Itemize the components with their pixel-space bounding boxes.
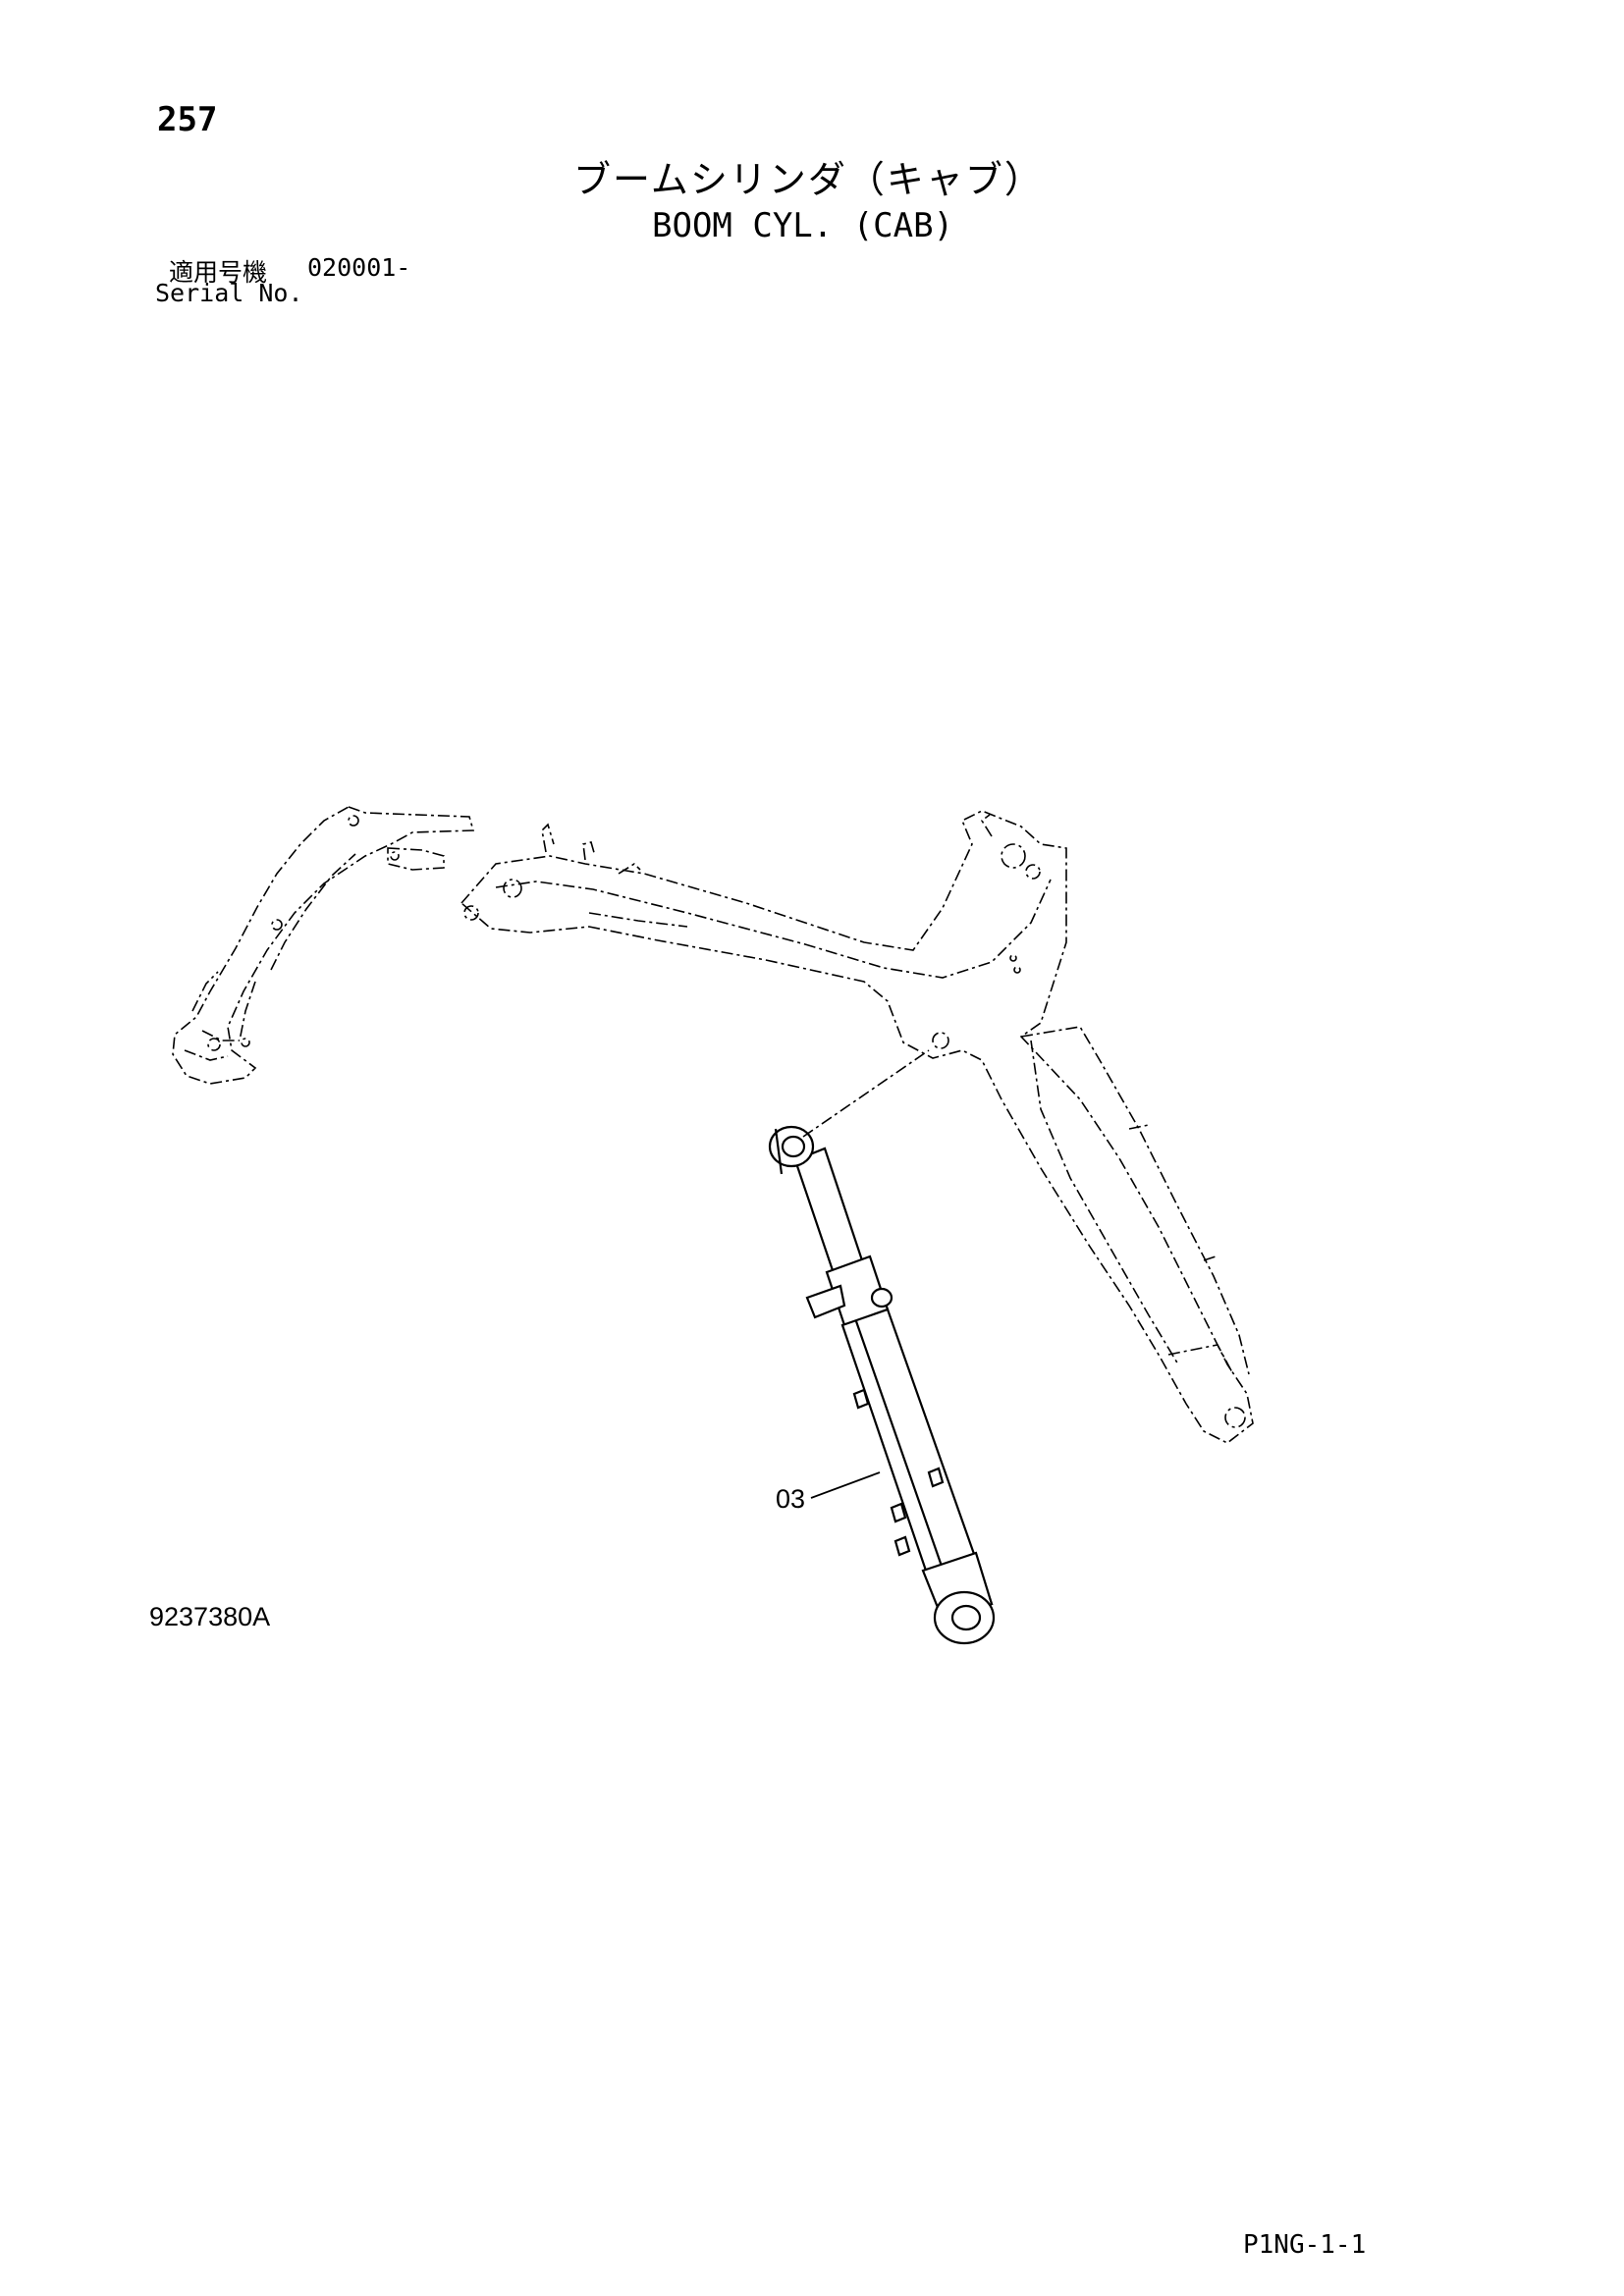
page-title-japanese: ブームシリンダ（キャブ） [573, 158, 1044, 201]
arm-bucket-phantom [172, 806, 475, 1085]
serial-number-value: 020001- [307, 253, 411, 282]
part-label-03: 03 [776, 1484, 805, 1514]
drawing-number: 9237380A [149, 1602, 271, 1631]
page-title-english: BOOM CYL. (CAB) [652, 206, 954, 245]
serial-label-english: Serial No. [155, 279, 303, 307]
part-leader-line [810, 1471, 881, 1499]
boom-phantom [460, 810, 1254, 1444]
serial-label-japanese: 適用号機 [169, 258, 268, 287]
connection-line [802, 1049, 930, 1138]
page-number: 257 [157, 100, 218, 139]
boom-cylinder [768, 1125, 996, 1645]
footer-code: P1NG-1-1 [1243, 2230, 1367, 2260]
